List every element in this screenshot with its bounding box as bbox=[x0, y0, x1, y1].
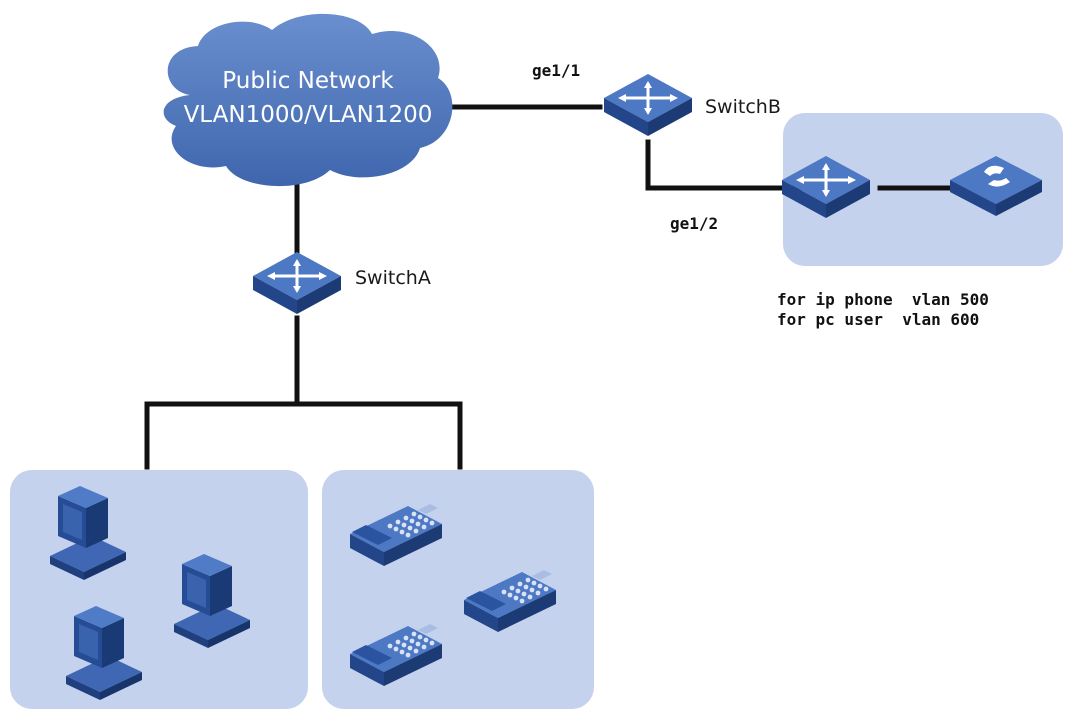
public-network-cloud: Public Network VLAN1000/VLAN1200 bbox=[163, 13, 453, 187]
switchb-icon bbox=[602, 72, 694, 138]
port-ge1-2-label: ge1/2 bbox=[670, 214, 718, 233]
link-branch bbox=[144, 401, 463, 470]
link-switchb-access bbox=[645, 139, 803, 191]
switcha-label: SwitchA bbox=[355, 267, 431, 289]
cloud-title: Public Network bbox=[222, 68, 394, 94]
switcha-icon bbox=[251, 250, 343, 316]
switchb-label: SwitchB bbox=[705, 96, 781, 118]
vlan-note-ip-phone: for ip phone vlan 500 bbox=[777, 290, 989, 309]
pc-group bbox=[10, 470, 308, 709]
cloud-vlans: VLAN1000/VLAN1200 bbox=[184, 102, 433, 128]
port-ge1-1-label: ge1/1 bbox=[532, 61, 580, 80]
vlan-note-pc-user: for pc user vlan 600 bbox=[777, 310, 979, 329]
